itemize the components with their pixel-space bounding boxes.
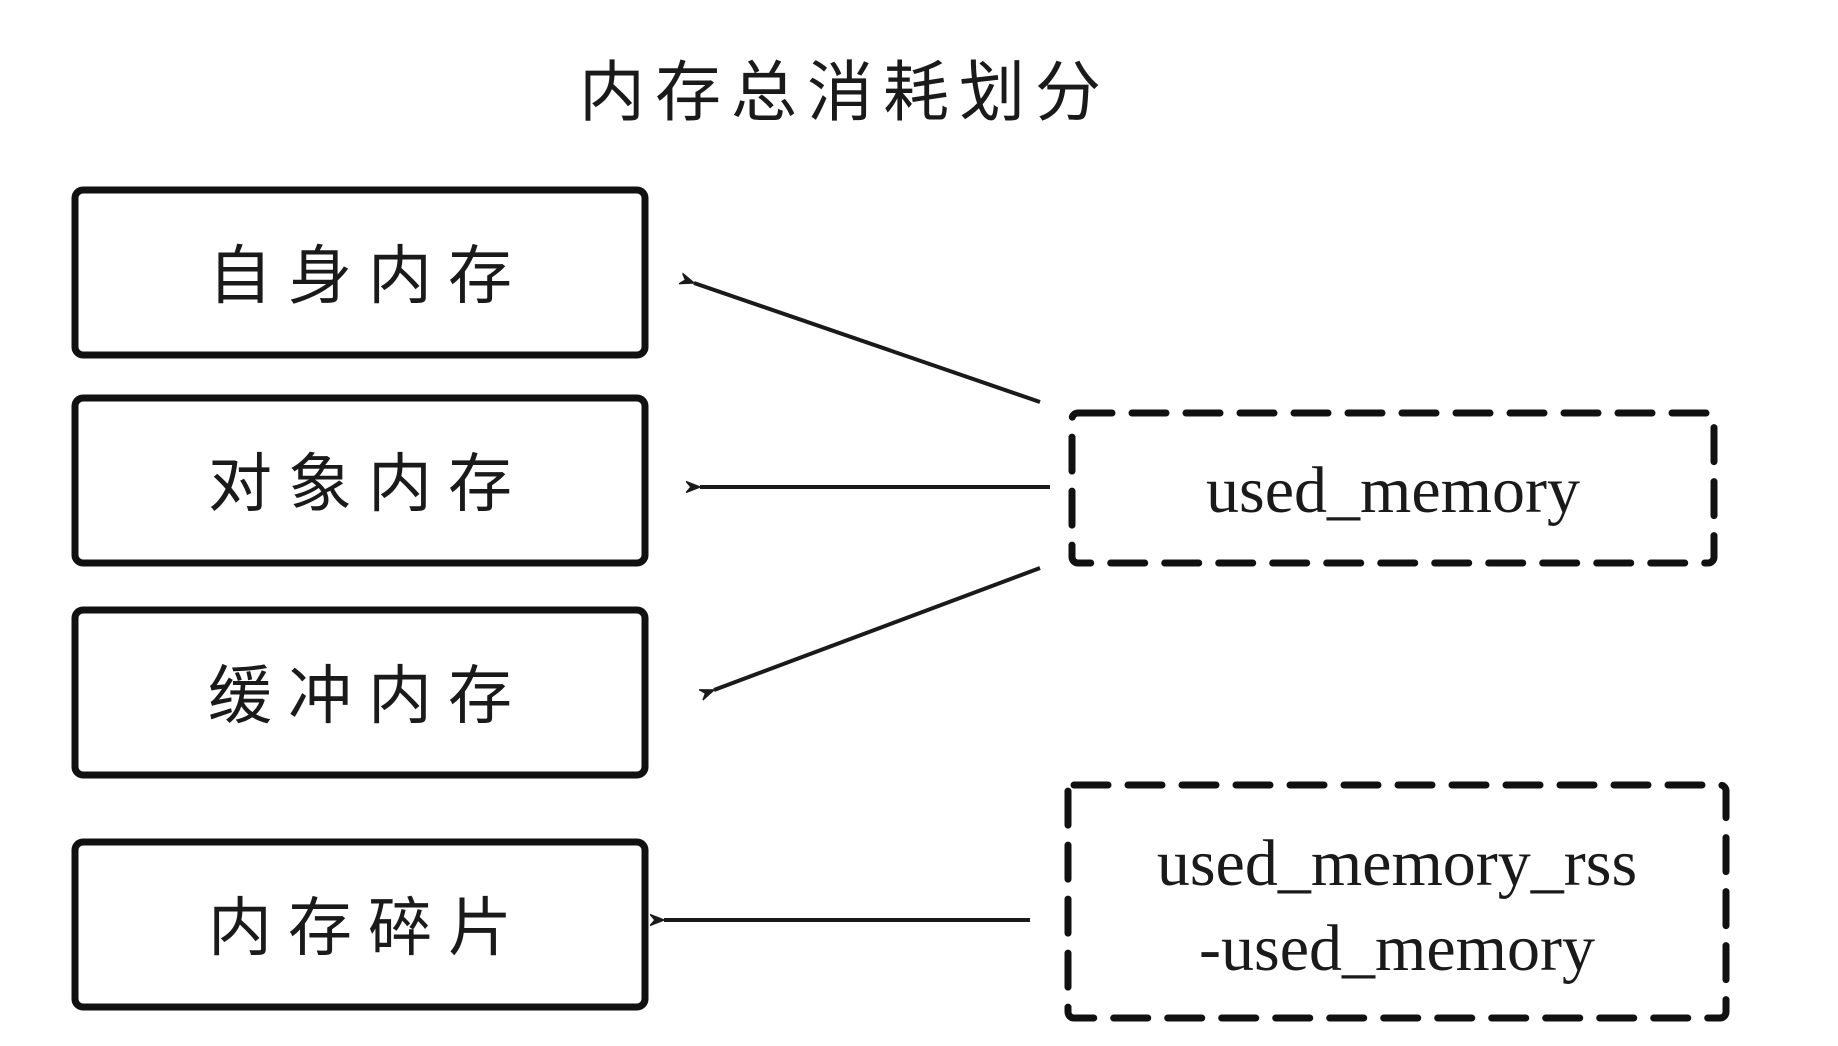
category-label: 自身内存 xyxy=(208,240,528,314)
category-memory-fragmentation: 内存碎片 xyxy=(71,838,649,1011)
category-label: 内存碎片 xyxy=(208,892,528,966)
category-label: 对象内存 xyxy=(208,448,528,522)
metric-used-memory: used_memory xyxy=(1068,409,1718,567)
diagram-title: 内存总消耗划分 xyxy=(579,54,1111,131)
category-object-memory: 对象内存 xyxy=(71,394,649,567)
category-self-memory: 自身内存 xyxy=(71,186,649,359)
category-box xyxy=(71,838,649,1011)
category-buffer-memory: 缓冲内存 xyxy=(71,606,649,779)
category-box xyxy=(71,186,649,359)
category-box xyxy=(71,606,649,779)
metric-box xyxy=(1068,409,1718,567)
metric-label-line-2: -used_memory xyxy=(1199,912,1595,985)
category-label: 缓冲内存 xyxy=(208,660,528,734)
metric-label: used_memory xyxy=(1206,454,1580,527)
arrows xyxy=(664,283,1050,920)
metric-box xyxy=(1064,781,1730,1022)
arrow-used-memory-to-buffer xyxy=(714,566,1041,690)
metric-label-line-1: used_memory_rss xyxy=(1157,827,1637,900)
arrow-used-memory-to-self xyxy=(694,283,1041,404)
category-box xyxy=(71,394,649,567)
metric-fragmentation-formula: used_memory_rss -used_memory xyxy=(1064,781,1730,1022)
